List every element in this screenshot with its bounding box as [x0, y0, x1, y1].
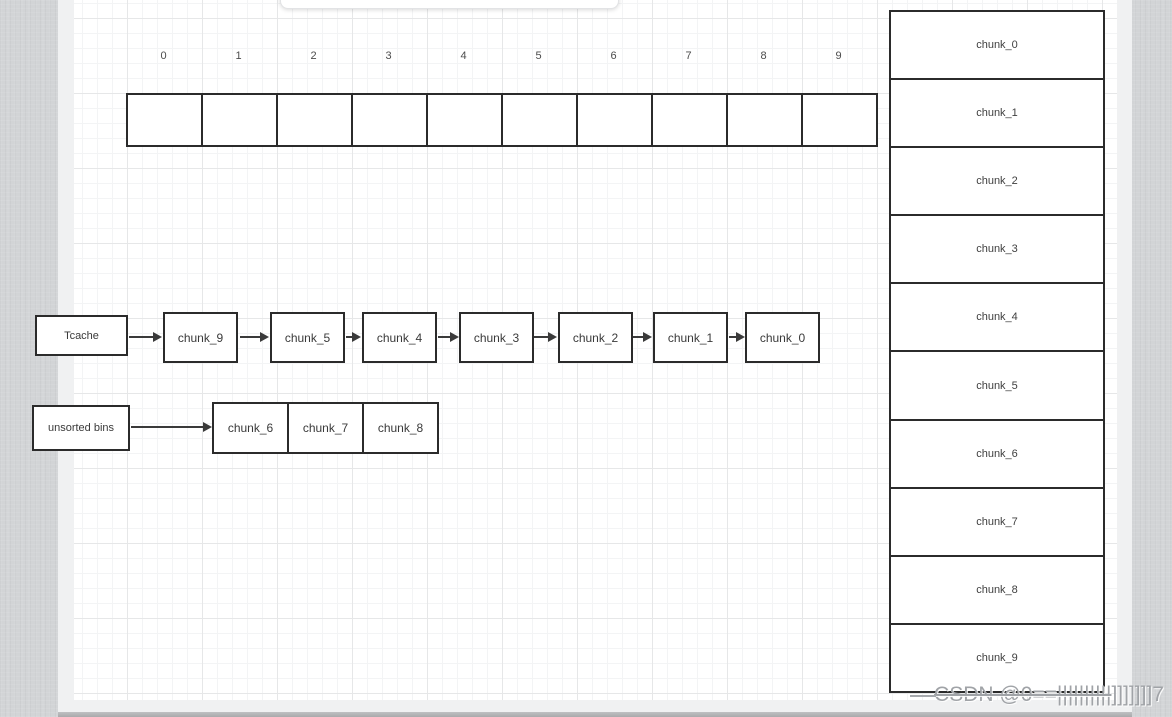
array-index-label: 4: [460, 50, 467, 62]
arrowhead-icon: [643, 332, 652, 342]
memory-stack-row[interactable]: chunk_2: [889, 146, 1105, 217]
arrow-connector: [129, 332, 162, 342]
array-cell-row: [126, 93, 878, 147]
arrowhead-icon: [203, 422, 212, 432]
array-cell[interactable]: [126, 93, 203, 147]
arrow-connector: [534, 332, 557, 342]
array-cell[interactable]: [801, 93, 878, 147]
array-index-label: 9: [835, 50, 842, 62]
array-index-label: 1: [235, 50, 242, 62]
array-cell[interactable]: [726, 93, 803, 147]
tcache-node[interactable]: chunk_5: [270, 312, 345, 363]
array-cell[interactable]: [501, 93, 578, 147]
arrow-connector: [131, 422, 212, 432]
unsorted-cell[interactable]: chunk_7: [287, 402, 364, 454]
unsorted-cell[interactable]: chunk_8: [362, 402, 439, 454]
arrowhead-icon: [260, 332, 269, 342]
array-cell[interactable]: [276, 93, 353, 147]
tcache-node[interactable]: chunk_1: [653, 312, 728, 363]
arrow-connector: [346, 332, 361, 342]
memory-stack-row[interactable]: chunk_1: [889, 78, 1105, 149]
arrowhead-icon: [548, 332, 557, 342]
tcache-node[interactable]: chunk_4: [362, 312, 437, 363]
tcache-node[interactable]: chunk_3: [459, 312, 534, 363]
array-cell[interactable]: [576, 93, 653, 147]
watermark-text-struck: CSDN @0==||||||||||: [934, 683, 1112, 706]
array-index-label: 0: [160, 50, 167, 62]
memory-stack-row[interactable]: chunk_4: [889, 282, 1105, 353]
array-cell[interactable]: [201, 93, 278, 147]
arrow-connector: [633, 332, 652, 342]
arrowhead-icon: [352, 332, 361, 342]
array-index-label: 6: [610, 50, 617, 62]
memory-stack-row[interactable]: chunk_9: [889, 622, 1105, 693]
memory-stack-row[interactable]: chunk_8: [889, 554, 1105, 625]
array-index-label: 3: [385, 50, 392, 62]
tcache-node[interactable]: chunk_2: [558, 312, 633, 363]
array-cell[interactable]: [351, 93, 428, 147]
unsorted-cell-row: chunk_6 chunk_7 chunk_8: [212, 402, 439, 454]
array-index-label: 8: [760, 50, 767, 62]
tcache-head-box[interactable]: Tcache: [35, 315, 128, 356]
arrow-connector: [240, 332, 269, 342]
arrow-connector: [729, 332, 745, 342]
array-index-label: 5: [535, 50, 542, 62]
unsorted-cell[interactable]: chunk_6: [212, 402, 289, 454]
page-bottom-edge: [58, 712, 1132, 717]
csdn-watermark: CSDN @0==||||||||||]]]]]]]7: [910, 683, 1164, 707]
arrowhead-icon: [450, 332, 459, 342]
array-index-row: 0 1 2 3 4 5 6 7 8 9: [126, 50, 876, 62]
floating-toolbar-partial[interactable]: [280, 0, 619, 9]
array-index-label: 7: [685, 50, 692, 62]
memory-stack-row[interactable]: chunk_7: [889, 486, 1105, 557]
watermark-text: ]]]]]]]7: [1111, 683, 1164, 706]
memory-stack-row[interactable]: chunk_5: [889, 350, 1105, 421]
tcache-node[interactable]: chunk_9: [163, 312, 238, 363]
array-cell[interactable]: [426, 93, 503, 147]
arrowhead-icon: [153, 332, 162, 342]
array-cell[interactable]: [651, 93, 728, 147]
memory-stack-row[interactable]: chunk_3: [889, 214, 1105, 285]
arrow-connector: [438, 332, 459, 342]
memory-stack-row[interactable]: chunk_6: [889, 418, 1105, 489]
memory-stack: chunk_0 chunk_1 chunk_2 chunk_3 chunk_4 …: [889, 10, 1105, 693]
arrowhead-icon: [736, 332, 745, 342]
unsorted-bins-head-box[interactable]: unsorted bins: [32, 405, 130, 451]
array-index-label: 2: [310, 50, 317, 62]
memory-stack-row[interactable]: chunk_0: [889, 10, 1105, 81]
tcache-node[interactable]: chunk_0: [745, 312, 820, 363]
